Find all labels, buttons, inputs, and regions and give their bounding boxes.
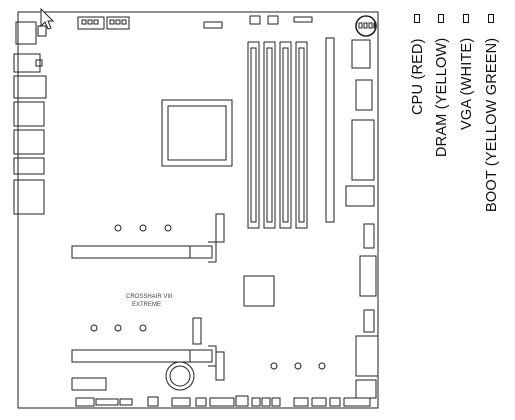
legend-label: CPU (RED) [410, 38, 426, 115]
cpu-socket [161, 99, 233, 167]
silkscreen-line-1: CROSSHAIR VIII [126, 294, 173, 300]
cmos-battery [165, 361, 195, 391]
silkscreen-line-2: EXTREME [132, 302, 161, 308]
right-vertical-slot [325, 37, 335, 223]
m2-standoffs [90, 224, 326, 370]
top-connectors [77, 15, 313, 30]
q-led-cluster [355, 15, 377, 37]
legend-item-dram: DRAM (YELLOW) [434, 14, 456, 274]
legend-box-icon [463, 14, 469, 23]
legend-box-icon [438, 14, 444, 23]
m2-connector-bottom [215, 351, 225, 381]
right-edge-components [345, 39, 379, 399]
legend-box-icon [414, 14, 420, 23]
pcie-slot-2 [71, 345, 217, 367]
legend-label: VGA (WHITE) [459, 38, 475, 131]
legend-item-vga: VGA (WHITE) [459, 14, 481, 274]
dimm-slots [247, 41, 308, 229]
m2-connector-mid [192, 317, 202, 345]
legend-label: BOOT (YELLOW GREEN) [484, 38, 500, 213]
legend-box-icon [488, 14, 494, 23]
legend-label: DRAM (YELLOW) [434, 38, 450, 158]
bottom-left-header [71, 377, 107, 391]
chipset [243, 275, 275, 307]
m2-connector-top [215, 213, 225, 243]
board-outline [17, 11, 379, 409]
rear-io-ports [13, 21, 47, 215]
pcie-slot-1 [71, 241, 217, 263]
mouse-pointer-icon [40, 7, 55, 30]
bottom-headers [75, 395, 371, 407]
legend-item-cpu: CPU (RED) [410, 14, 432, 274]
legend-item-boot: BOOT (YELLOW GREEN) [484, 14, 506, 274]
